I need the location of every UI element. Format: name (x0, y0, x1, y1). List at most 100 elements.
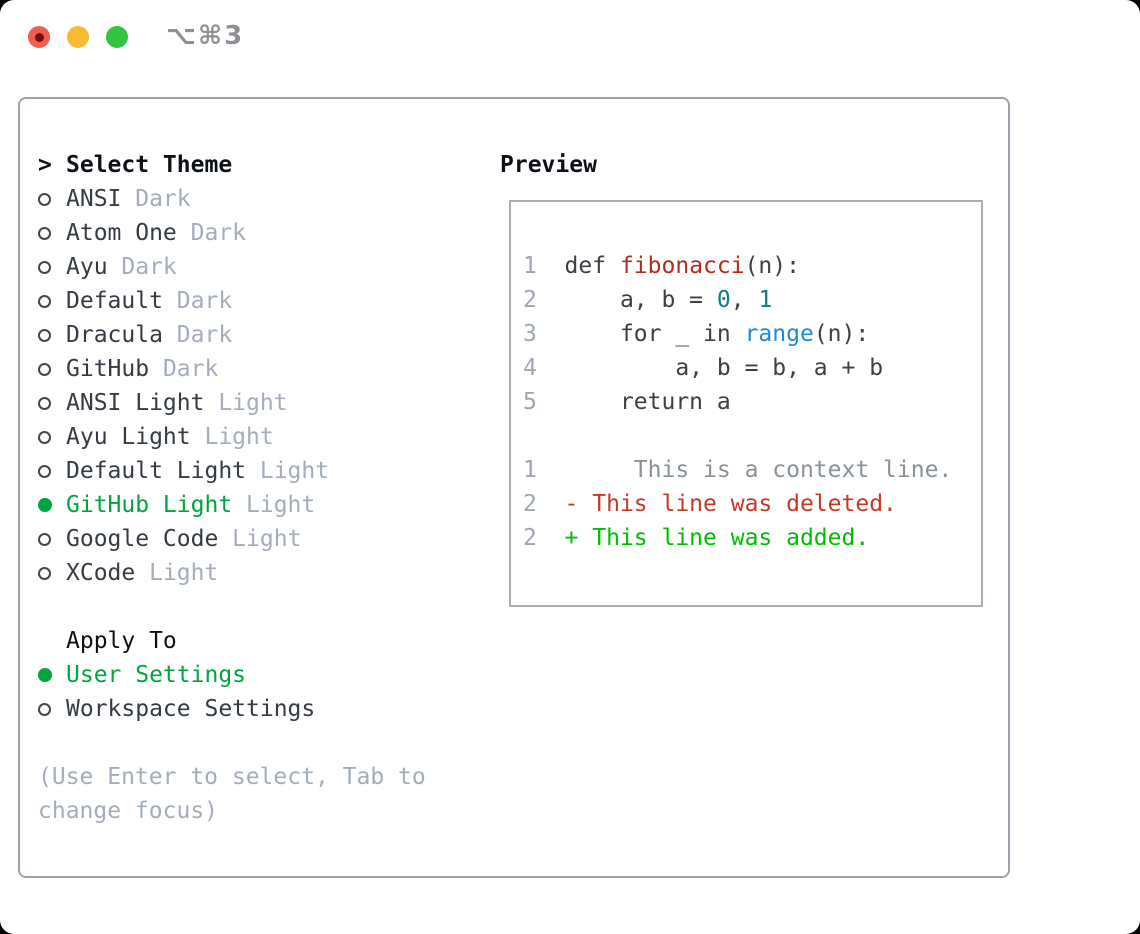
code-token: (n): (813, 321, 870, 347)
theme-option-label: Atom One (66, 220, 177, 246)
window-title: ⌥⌘3 (166, 21, 245, 51)
theme-option-ayu-light[interactable]: Ayu Light Light (38, 420, 426, 454)
theme-variant-label: Dark (121, 186, 191, 212)
code-token: a, b = b, a + b (536, 355, 884, 381)
theme-option-label: Default Light (66, 458, 247, 484)
theme-option-ayu[interactable]: Ayu Dark (38, 250, 426, 284)
code-token: def (536, 253, 620, 279)
theme-option-label: Ayu (66, 254, 108, 280)
apply-option-user-settings[interactable]: User Settings (38, 658, 426, 692)
maximize-button[interactable] (106, 26, 128, 48)
radio-icon (38, 294, 51, 308)
code-line: 2 a, b = 0, 1 (523, 283, 981, 317)
radio-icon (38, 192, 51, 206)
line-number: 3 (523, 321, 537, 347)
radio-icon (38, 702, 51, 716)
hint-line-1: (Use Enter to select, Tab to (38, 764, 426, 790)
apply-option-workspace-settings[interactable]: Workspace Settings (38, 692, 426, 726)
theme-option-github[interactable]: GitHub Dark (38, 352, 426, 386)
radio-selected-icon (38, 668, 52, 682)
line-number: 5 (523, 389, 537, 415)
line-number: 1 (523, 457, 537, 483)
code-token: for _ in (536, 321, 745, 347)
code-line: 2 - This line was deleted. (523, 487, 981, 521)
code-token: range (744, 321, 814, 347)
radio-icon (38, 260, 51, 274)
theme-option-label: GitHub (66, 356, 150, 382)
theme-variant-label: Dark (176, 220, 247, 246)
theme-variant-label: Light (135, 560, 219, 586)
code-token: 1 (758, 287, 773, 313)
theme-option-label: Dracula (66, 322, 163, 348)
code-token: a, b = (536, 287, 717, 313)
theme-option-atom-one[interactable]: Atom One Dark (38, 216, 426, 250)
code-token: 0 (716, 287, 731, 313)
radio-icon (38, 328, 51, 342)
code-line: 4 a, b = b, a + b (523, 351, 981, 385)
theme-option-google-code[interactable]: Google Code Light (38, 522, 426, 556)
radio-icon (38, 396, 51, 410)
radio-icon (38, 362, 51, 376)
theme-option-label: Google Code (66, 526, 219, 552)
theme-variant-label: Dark (162, 322, 233, 348)
close-dot-icon (34, 32, 44, 42)
code-token: return a (536, 389, 731, 415)
theme-variant-label: Light (190, 424, 274, 450)
apply-to-indent (38, 624, 66, 658)
code-line: 3 for _ in range(n): (523, 317, 981, 351)
apply-option-label: Workspace Settings (66, 696, 316, 722)
apply-to-header-row: Apply To (38, 624, 426, 658)
theme-variant-label: Dark (149, 356, 219, 382)
code-token: This is a context line. (536, 457, 953, 483)
theme-variant-label: Light (218, 526, 302, 552)
radio-icon (38, 566, 51, 580)
code-token: fibonacci (619, 253, 745, 279)
theme-option-label: Ayu Light (66, 424, 191, 450)
line-number: 2 (523, 491, 537, 517)
theme-option-dracula[interactable]: Dracula Dark (38, 318, 426, 352)
theme-option-ansi[interactable]: ANSI Dark (38, 182, 426, 216)
line-number: 1 (523, 253, 537, 279)
hint-line-2: change focus) (38, 798, 219, 824)
select-theme-header-row: > Select Theme (38, 148, 426, 182)
theme-option-label: Default (66, 288, 163, 314)
theme-option-label: ANSI Light (66, 390, 205, 416)
cursor-icon: > (38, 152, 52, 178)
theme-option-default-light[interactable]: Default Light Light (38, 454, 426, 488)
line-number: 2 (523, 287, 537, 313)
theme-option-xcode[interactable]: XCode Light (38, 556, 426, 590)
code-token: + This line was added. (536, 525, 870, 551)
radio-icon (38, 226, 51, 240)
radio-selected-icon (38, 498, 52, 512)
code-line: 1 This is a context line. (523, 453, 981, 487)
line-number: 2 (523, 525, 537, 551)
theme-variant-label: Dark (162, 288, 233, 314)
radio-icon (38, 430, 51, 444)
theme-option-default[interactable]: Default Dark (38, 284, 426, 318)
theme-variant-label: Light (246, 458, 330, 484)
radio-icon (38, 532, 51, 546)
line-number: 4 (523, 355, 537, 381)
theme-option-github-light[interactable]: GitHub Light Light (38, 488, 426, 522)
theme-variant-label: Light (204, 390, 288, 416)
apply-option-label: User Settings (66, 662, 247, 688)
radio-icon (38, 464, 51, 478)
code-token: , (730, 287, 759, 313)
close-button[interactable] (28, 26, 50, 48)
theme-variant-label: Dark (107, 254, 177, 280)
apply-to-header: Apply To (66, 628, 177, 654)
preview-header: Preview (500, 152, 597, 178)
theme-option-ansi-light[interactable]: ANSI Light Light (38, 386, 426, 420)
theme-option-label: ANSI (66, 186, 122, 212)
code-line: 5 return a (523, 385, 981, 419)
hint-text: (Use Enter to select, Tab to change focu… (38, 760, 426, 828)
code-token: (n): (744, 253, 800, 279)
theme-option-label: GitHub Light (66, 492, 233, 518)
minimize-button[interactable] (67, 26, 89, 48)
